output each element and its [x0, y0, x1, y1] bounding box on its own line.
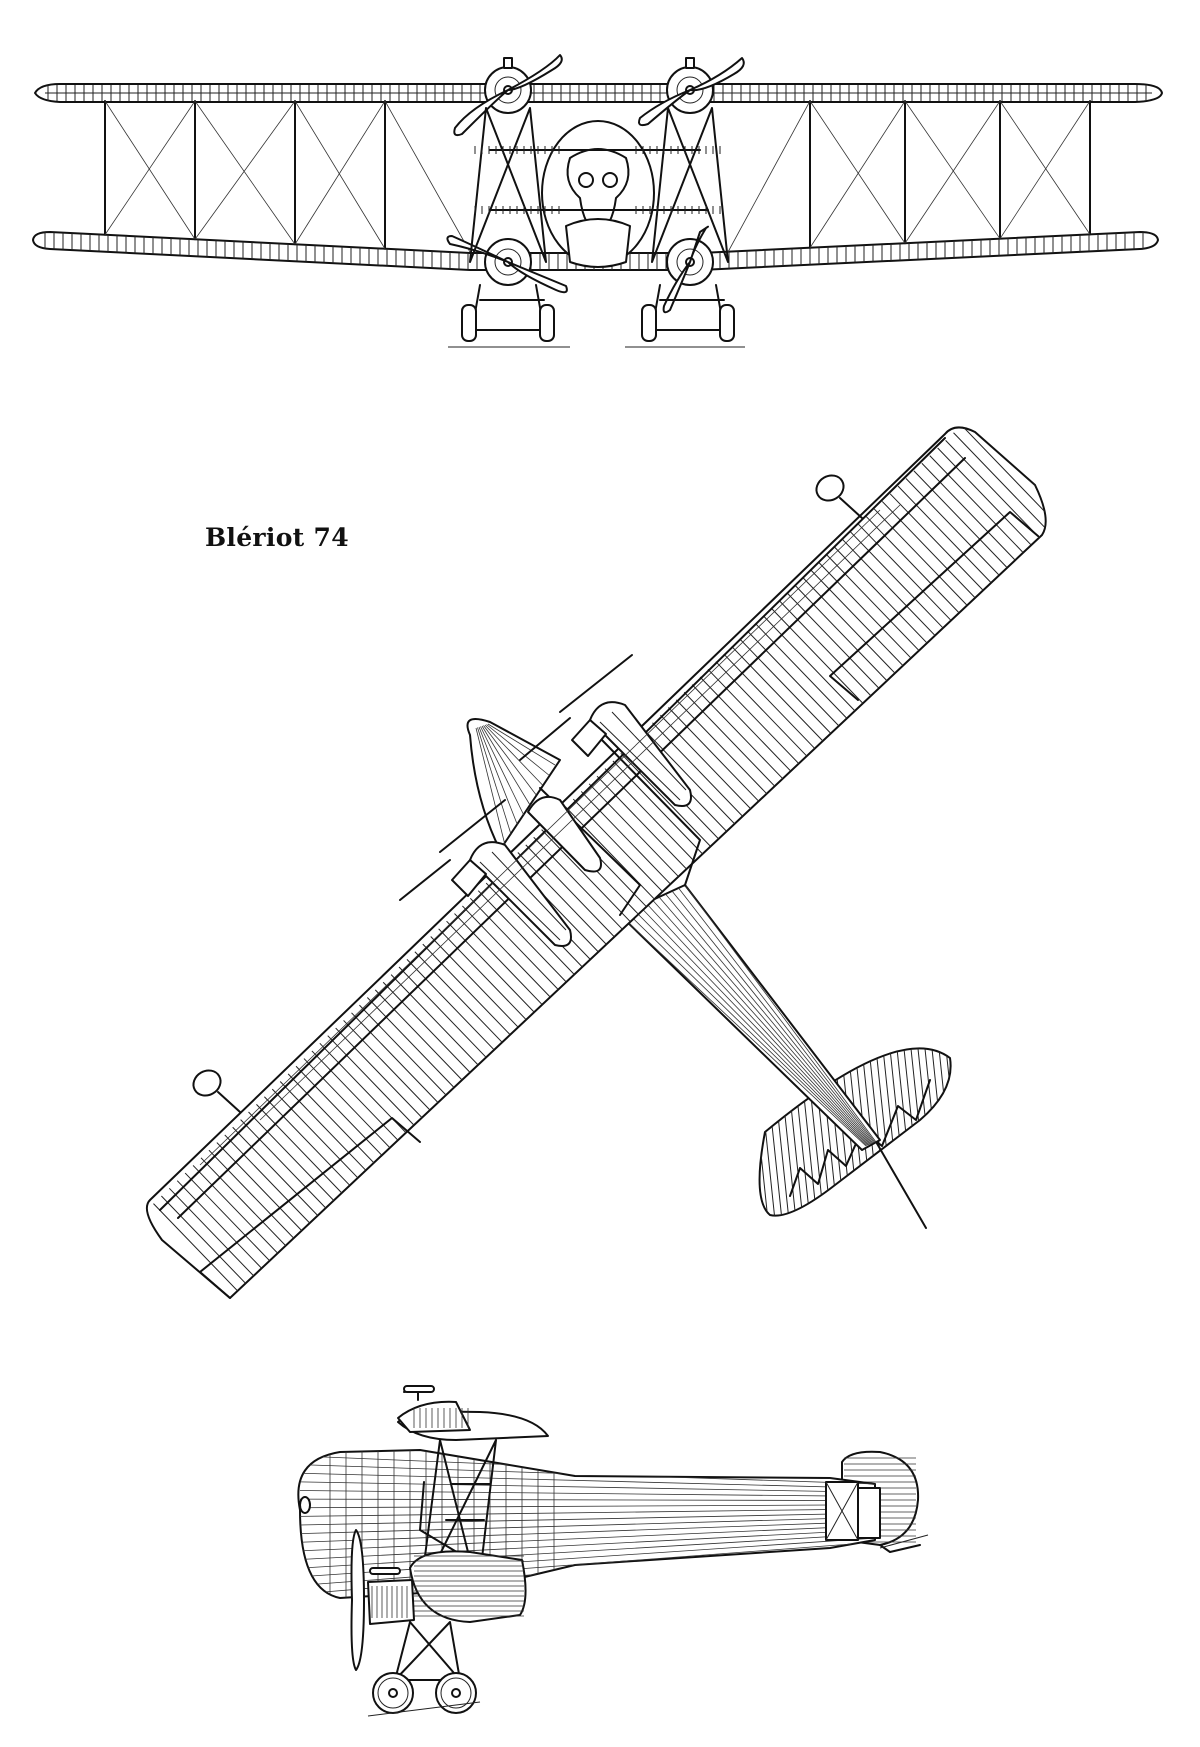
side-undercarriage	[367, 1534, 929, 1717]
plan-rear-fuselage	[619, 884, 881, 1151]
plan-aileron-right	[829, 511, 1039, 701]
front-view	[32, 54, 1163, 348]
side-lower-wing	[409, 1550, 527, 1623]
side-lower-engine	[367, 1579, 415, 1625]
front-engine-lower-right	[662, 225, 714, 314]
front-engine-upper-right	[638, 57, 745, 127]
front-engine-lower-left	[446, 235, 568, 294]
side-fuselage	[297, 1449, 876, 1599]
plan-balance-left	[192, 1069, 222, 1097]
plan-aileron-left	[199, 1117, 421, 1299]
side-struts	[419, 1439, 497, 1596]
plan-balance-right	[815, 474, 845, 502]
front-engine-upper-left	[453, 54, 563, 137]
front-undercarriage	[448, 284, 745, 348]
plan-view	[146, 426, 1047, 1299]
drawing-title: Blériot 74	[205, 523, 349, 552]
plan-engine-nacelle-left	[399, 799, 572, 947]
side-view	[297, 1385, 929, 1717]
side-propeller	[350, 1529, 365, 1671]
